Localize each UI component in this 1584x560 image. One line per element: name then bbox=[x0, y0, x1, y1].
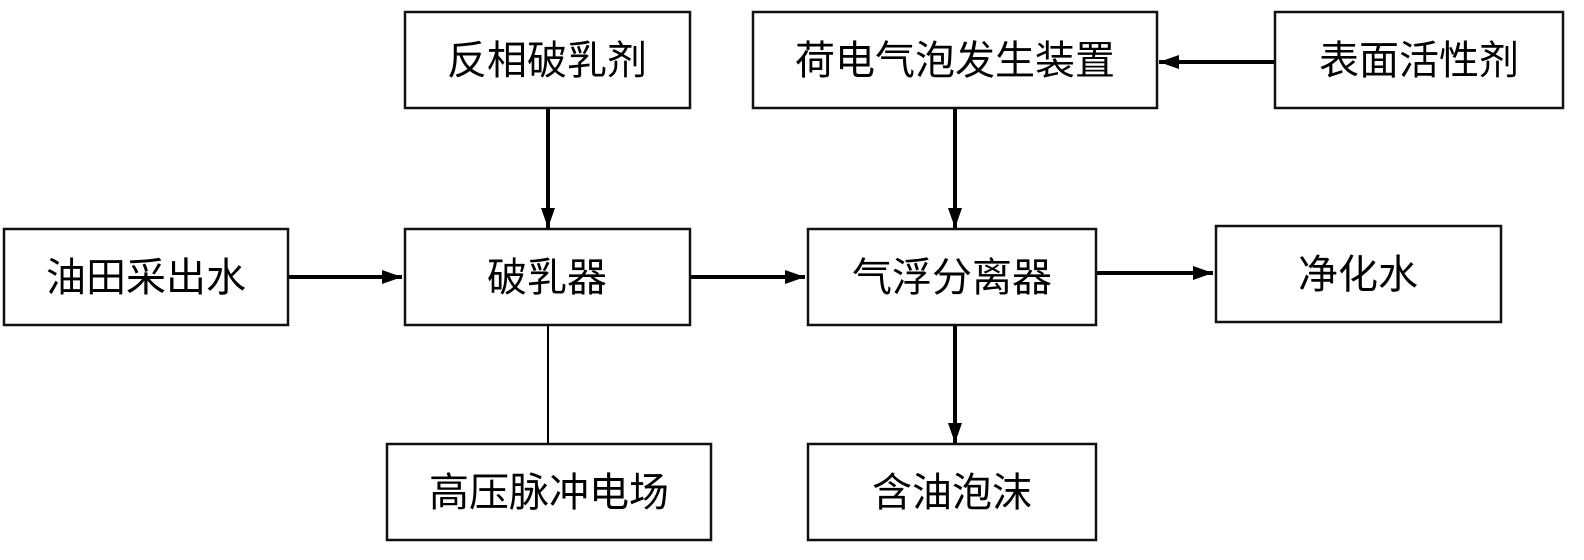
node-high-voltage-pulse-field: 高压脉冲电场 bbox=[385, 442, 713, 542]
node-label: 荷电气泡发生装置 bbox=[795, 38, 1115, 84]
node-label: 净化水 bbox=[1298, 252, 1418, 298]
node-label: 气浮分离器 bbox=[852, 255, 1052, 301]
node-surfactant: 表面活性剂 bbox=[1273, 10, 1565, 110]
node-purified-water: 净化水 bbox=[1214, 224, 1503, 324]
node-reverse-demulsifier: 反相破乳剂 bbox=[403, 10, 692, 110]
node-oilfield-produced-water: 油田采出水 bbox=[2, 227, 290, 327]
node-label: 破乳器 bbox=[487, 255, 607, 301]
node-oily-foam: 含油泡沫 bbox=[806, 442, 1098, 542]
node-flotation-separator: 气浮分离器 bbox=[806, 227, 1098, 327]
node-demulsifier-unit: 破乳器 bbox=[403, 227, 692, 327]
node-label: 表面活性剂 bbox=[1319, 38, 1519, 84]
node-label: 反相破乳剂 bbox=[447, 38, 647, 84]
node-label: 含油泡沫 bbox=[872, 470, 1032, 516]
node-label: 油田采出水 bbox=[46, 255, 246, 301]
node-label: 高压脉冲电场 bbox=[429, 470, 669, 516]
node-charged-bubble-generator: 荷电气泡发生装置 bbox=[751, 10, 1159, 110]
connectors bbox=[288, 55, 1275, 443]
